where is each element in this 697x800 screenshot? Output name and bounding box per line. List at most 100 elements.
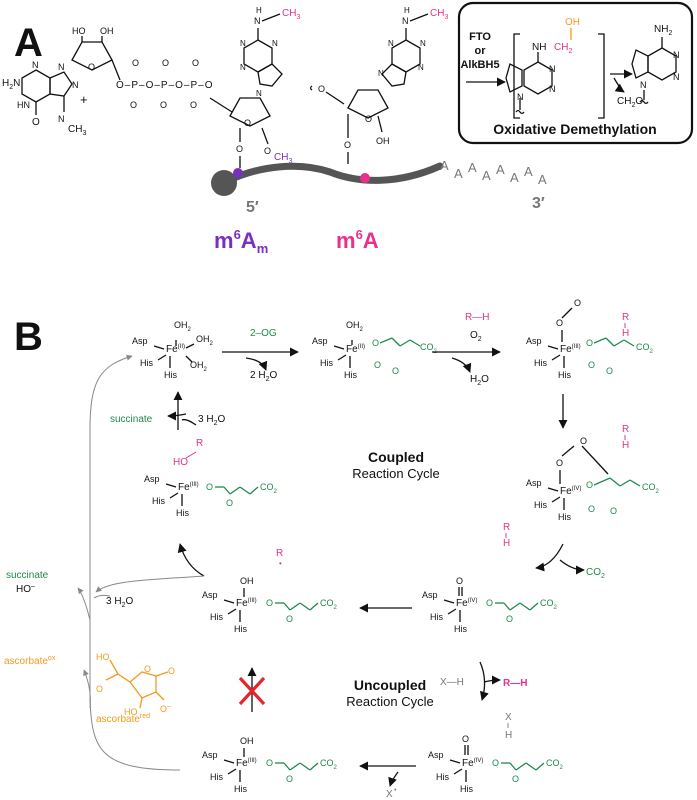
svg-text:•: • — [394, 787, 397, 794]
asp-ligand: Asp — [202, 750, 218, 760]
h2n-text: H2N — [2, 78, 20, 91]
svg-text:H: H — [256, 6, 262, 15]
superoxo-o2: O — [574, 298, 581, 308]
complex-text: O — [586, 338, 593, 348]
svg-text:N: N — [549, 64, 556, 74]
fe-complex-1: Fe(II) — [166, 344, 185, 355]
cap-ch3: CH3 — [68, 124, 86, 137]
arrow-step-6 — [177, 543, 205, 577]
og-o1: O — [372, 338, 379, 348]
uncoupled-rest: Reaction Cycle — [346, 694, 433, 709]
am-ch3: CH3 — [282, 8, 300, 21]
svg-text:N: N — [58, 62, 65, 72]
asp-ligand: Asp — [144, 474, 160, 484]
complex-text: O — [556, 458, 563, 468]
svg-text:O: O — [236, 144, 243, 154]
ferryl-o: O — [456, 576, 463, 586]
arrow-step-4 — [535, 543, 564, 572]
svg-text:N: N — [673, 72, 680, 82]
bond — [227, 768, 237, 775]
succinate-co-o: O — [506, 614, 513, 624]
svg-text:R: R — [622, 424, 629, 435]
aqua-ligand: OH2 — [174, 320, 192, 333]
left-ascorbate-ox: ascorbateox — [4, 655, 56, 667]
bond — [529, 602, 539, 611]
asp-ligand: Asp — [312, 336, 328, 346]
svg-text:N: N — [378, 69, 384, 78]
bond — [509, 762, 517, 771]
cap-5prime-circle — [211, 170, 237, 196]
iron-complexes: Fe(II)AspHisHisOH2OH2OH2Fe(II)AspHisHisO… — [132, 298, 660, 794]
bond — [185, 355, 193, 363]
adenine-product: NH2 N N N — [631, 24, 680, 105]
svg-text:HO: HO — [124, 707, 138, 717]
svg-text:O: O — [318, 84, 325, 94]
svg-text:O: O — [192, 58, 199, 68]
his-ligand: His — [164, 370, 177, 380]
bond — [399, 339, 411, 347]
svg-text:H: H — [622, 440, 629, 451]
svg-text:N: N — [240, 63, 246, 72]
polya-letter: A — [482, 168, 491, 183]
bond — [503, 602, 511, 611]
succinate-co2: CO2 — [260, 482, 278, 495]
bond — [581, 445, 609, 475]
bond — [515, 762, 527, 771]
bond — [337, 354, 347, 361]
bond — [453, 768, 463, 775]
his-ligand: His — [320, 358, 333, 368]
svg-text:X: X — [505, 712, 512, 723]
bond — [623, 339, 635, 347]
his-ligand: His — [152, 496, 165, 506]
hydroxo: OH — [240, 576, 254, 586]
svg-text:O: O — [365, 114, 372, 124]
svg-text:O: O — [130, 100, 137, 110]
bond — [309, 602, 319, 611]
svg-text:N: N — [32, 60, 39, 70]
bond — [443, 599, 455, 604]
bond — [409, 339, 421, 347]
hydroxymethyl-adenine: OH CH2 NH N N N — [505, 17, 580, 115]
svg-text:O: O — [344, 140, 351, 150]
bond — [613, 339, 625, 347]
bond — [609, 477, 621, 487]
svg-text:O: O — [190, 100, 197, 110]
label-m6am: m6Am — [214, 227, 268, 256]
three-prime-label: 3′ — [532, 195, 545, 212]
svg-text:O: O — [168, 666, 175, 676]
succinate-co-o: O — [286, 614, 293, 624]
asp-ligand: Asp — [526, 336, 542, 346]
svg-text:N: N — [256, 89, 262, 98]
his-ligand: His — [534, 358, 547, 368]
oh-orange: OH — [565, 17, 580, 28]
m6a-nucleotide: N H CH3 N N N N O O O OH — [309, 6, 448, 164]
svg-text:HO: HO — [96, 652, 110, 662]
cap-oh: OH — [100, 26, 114, 36]
enzyme-fto: FTO — [469, 31, 491, 43]
succinate-o: O — [486, 598, 493, 608]
bond — [519, 602, 531, 611]
polya-letter: A — [538, 172, 547, 187]
label-m6a: m6A — [336, 227, 379, 253]
complex-text: O — [586, 480, 593, 490]
arrow-uncoupled-1 — [479, 661, 489, 701]
svg-text:O: O — [264, 146, 271, 156]
panel-b-label: B — [14, 315, 43, 359]
superoxo-o1: O — [556, 318, 563, 328]
label-co2: CO2 — [586, 567, 605, 580]
fe-complex-2: Fe(II) — [346, 344, 365, 355]
his-ligand: His — [430, 612, 443, 622]
svg-text:R: R — [503, 522, 510, 533]
svg-text:H: H — [622, 328, 629, 339]
complex-text: O — [606, 366, 613, 376]
bond — [289, 602, 301, 611]
fe-complex-8: Fe(IV) — [462, 758, 483, 769]
bracket-right — [598, 33, 605, 119]
phosphate-chain: O–P–O–P–O–P–O — [116, 80, 214, 91]
enzyme-alkbh5: AlkBH5 — [460, 59, 499, 71]
label-2og: 2–OG — [250, 328, 277, 339]
bond — [239, 486, 251, 495]
label-x-radical: X — [386, 789, 393, 800]
his-ligand: His — [436, 772, 449, 782]
svg-text:N: N — [240, 39, 246, 48]
